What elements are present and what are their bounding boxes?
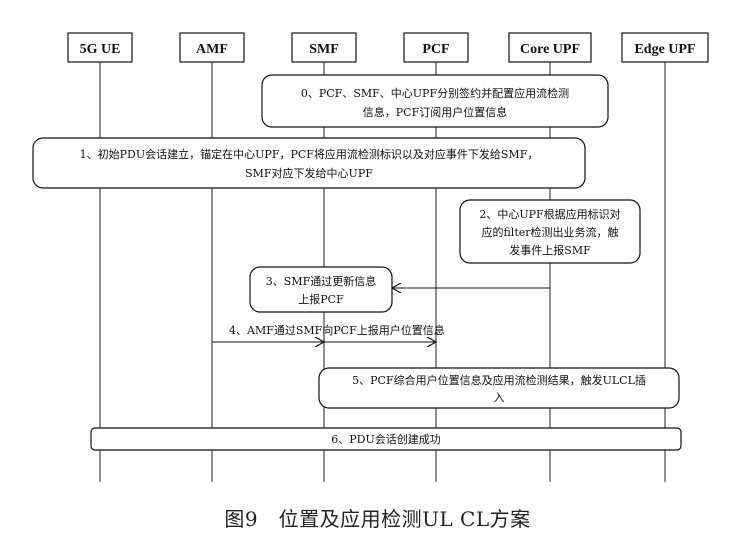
actor-pcf: PCF [403,32,469,63]
note-line: 上报PCF [298,292,344,306]
actor-label: Edge UPF [634,42,695,57]
note-step-6: 6、PDU会话创建成功 [90,427,682,451]
actor-smf: SMF [291,32,357,63]
actor-5g-ue: 5G UE [67,32,133,63]
message-label: 4、AMF通过SMF向PCF上报用户位置信息 [229,323,445,337]
actor-amf: AMF [179,32,245,63]
actor-label: 5G UE [80,42,121,57]
note-line: 1、初始PDU会话建立，锚定在中心UPF，PCF将应用流检测标识以及对应事件下发… [80,147,539,161]
note-line: 应的filter检测出业务流，触 [481,225,618,239]
actor-label: AMF [196,42,228,57]
note-line: SMF对应下发给中心UPF [245,166,373,180]
actor-edge-upf: Edge UPF [621,32,709,63]
note-step-0: 0、PCF、SMF、中心UPF分别签约并配置应用流检测 信息，PCF订阅用户位置… [261,74,609,128]
note-line: 入 [494,391,505,404]
actor-label: Core UPF [520,42,580,57]
sequence-diagram: 5G UE AMF SMF PCF Core UPF Edge UPF 0、PC… [32,32,709,482]
actor-label: PCF [422,42,449,57]
note-line: 3、SMF通过更新信息 [266,274,376,288]
message-amf-to-pcf: 4、AMF通过SMF向PCF上报用户位置信息 [212,323,445,342]
note-step-2: 2、中心UPF根据应用标识对 应的filter检测出业务流，触 发事件上报SMF [459,199,641,264]
note-line: 发事件上报SMF [509,243,591,257]
actor-core-upf: Core UPF [508,32,592,63]
actor-label: SMF [309,42,339,57]
note-line: 0、PCF、SMF、中心UPF分别签约并配置应用流检测 [301,86,569,100]
note-line: 2、中心UPF根据应用标识对 [479,207,620,221]
figure-caption: 图9 位置及应用检测UL CL方案 [224,507,531,531]
note-line: 6、PDU会话创建成功 [331,432,441,446]
note-step-5: 5、PCF综合用户位置信息及应用流检测结果，触发ULCL插 入 [318,367,680,409]
note-line: 5、PCF综合用户位置信息及应用流检测结果，触发ULCL插 [352,373,646,387]
note-step-1: 1、初始PDU会话建立，锚定在中心UPF，PCF将应用流检测标识以及对应事件下发… [32,137,586,189]
note-step-3: 3、SMF通过更新信息 上报PCF [249,266,393,313]
note-line: 信息，PCF订阅用户位置信息 [363,105,507,119]
